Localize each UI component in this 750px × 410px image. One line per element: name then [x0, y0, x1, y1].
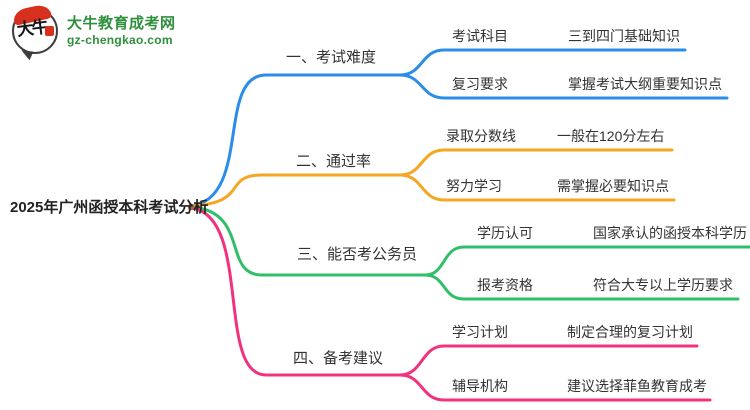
branch-2-child-1-value[interactable]: 一般在120分左右 — [557, 128, 665, 144]
branch-4-child-2-value[interactable]: 建议选择菲鱼教育成考 — [567, 378, 707, 394]
branch-4-child-1-value[interactable]: 制定合理的复习计划 — [567, 324, 693, 340]
branch-1-child-1-value[interactable]: 三到四门基础知识 — [568, 28, 680, 44]
branch-3-label[interactable]: 三、能否考公务员 — [297, 246, 418, 263]
branch-3-child-1-label[interactable]: 学历认可 — [477, 225, 533, 241]
branch-4-child-1-label[interactable]: 学习计划 — [452, 324, 508, 340]
logo-subtitle: gz-chengkao.com — [67, 33, 173, 48]
logo-text-block: 大牛教育成考网 gz-chengkao.com — [67, 15, 176, 48]
logo-bull-icon: 大牛 — [11, 3, 58, 61]
branch-2-child-1-label[interactable]: 录取分数线 — [446, 128, 516, 144]
branch-1-trunk-line — [189, 73, 402, 208]
logo[interactable]: 大牛 大牛教育成考网 gz-chengkao.com — [11, 3, 176, 61]
branch-3-trunk-line — [189, 205, 427, 277]
branch-2-child-1-line — [398, 148, 674, 177]
branch-4-child-2-line — [398, 373, 712, 402]
root-topic[interactable]: 2025年广州函授本科考试分析 — [10, 199, 209, 216]
branch-1-child-2-label[interactable]: 复习要求 — [452, 76, 508, 92]
logo-seal-icon — [45, 26, 54, 36]
branch-2-label[interactable]: 二、通过率 — [296, 153, 372, 170]
branch-1-child-1-line — [398, 48, 687, 77]
branch-4-child-2-label[interactable]: 辅导机构 — [452, 378, 508, 394]
branch-1-label[interactable]: 一、考试难度 — [286, 49, 377, 66]
branch-2-child-2-line — [398, 173, 676, 202]
branch-1-child-2-value[interactable]: 掌握考试大纲重要知识点 — [568, 76, 722, 92]
logo-icon-text: 大牛 — [15, 17, 49, 41]
branch-3-child-2-line — [423, 273, 740, 301]
branch-2-trunk-line — [189, 173, 402, 208]
root-connector-dot — [187, 203, 195, 211]
branch-3-child-1-line — [423, 245, 750, 277]
branch-2-child-2-value[interactable]: 需掌握必要知识点 — [557, 178, 669, 194]
branch-4-label[interactable]: 四、备考建议 — [293, 350, 384, 367]
branch-3-child-2-value[interactable]: 符合大专以上学历要求 — [593, 277, 733, 293]
logo-speech-tail-shape — [20, 50, 34, 61]
branch-4-trunk-line — [189, 206, 402, 377]
branch-2-child-2-label[interactable]: 努力学习 — [446, 178, 502, 194]
branch-4-child-1-line — [398, 344, 699, 377]
branch-1-child-1-label[interactable]: 考试科目 — [452, 28, 508, 44]
branch-3-child-2-label[interactable]: 报考资格 — [477, 277, 533, 293]
branch-1-child-2-line — [398, 73, 729, 100]
logo-title: 大牛教育成考网 — [67, 14, 176, 32]
branch-3-child-1-value[interactable]: 国家承认的函授本科学历 — [593, 225, 747, 241]
